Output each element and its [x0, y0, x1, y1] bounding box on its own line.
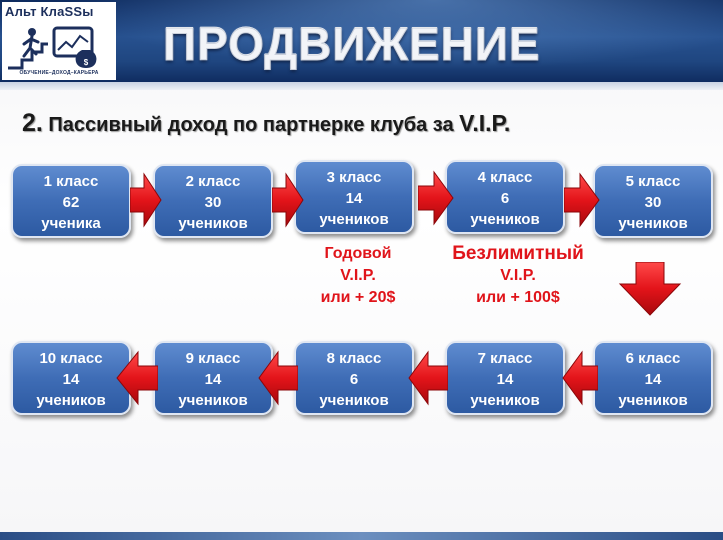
offer-price: или + 100$ [476, 289, 560, 306]
class-unit: учеников [36, 392, 106, 409]
arrow-right-icon [272, 172, 304, 228]
class-count: 14 [644, 371, 662, 388]
class-unit: учеников [470, 211, 540, 228]
class-count: 14 [496, 371, 514, 388]
logo-tagline: ОБУЧЕНИЕ–ДОХОД–КАРЬЕРА [19, 70, 99, 76]
class-name: 3 класс [326, 169, 382, 186]
arrow-down-icon [618, 262, 682, 316]
slide-subtitle: 2. Пассивный доход по партнерке клуба за… [22, 106, 510, 140]
class-name: 6 класс [625, 350, 681, 367]
class-box-9: 9 класс 14 учеников [153, 341, 273, 415]
logo-stairs-icon: $ [8, 26, 97, 70]
arrow-right-icon [564, 172, 600, 228]
class-unit: учеников [178, 215, 248, 232]
offer-annual-vip: Годовой V.I.P. или + 20$ [296, 243, 420, 309]
class-unit: учеников [470, 392, 540, 409]
subtitle-vip: V.I.P. [459, 110, 511, 136]
class-box-6: 6 класс 14 учеников [593, 341, 713, 415]
class-count: 14 [204, 371, 222, 388]
arrow-left-icon [562, 350, 598, 406]
arrow-left-icon [408, 350, 448, 406]
header-bottom-strip [0, 82, 723, 90]
offer-title: Годовой [324, 245, 392, 262]
offer-vip: V.I.P. [500, 267, 536, 284]
offer-unlimited-vip: Безлимитный V.I.P. или + 100$ [438, 243, 598, 309]
arrow-left-icon [258, 350, 298, 406]
class-unit: учеников [319, 211, 389, 228]
class-count: 6 [500, 190, 510, 207]
arrow-left-icon [116, 350, 158, 406]
class-name: 9 класс [185, 350, 241, 367]
class-count: 62 [62, 194, 80, 211]
arrow-right-icon [130, 172, 162, 228]
class-box-2: 2 класс 30 учеников [153, 164, 273, 238]
offer-vip: V.I.P. [340, 267, 376, 284]
class-unit: учеников [178, 392, 248, 409]
svg-text:$: $ [84, 58, 89, 67]
class-count: 30 [204, 194, 222, 211]
class-name: 1 класс [43, 173, 99, 190]
logo: Альт КлаSSы $ ОБУЧЕНИЕ–ДОХОД–КАРЬЕРА [2, 2, 116, 80]
class-unit: учеников [618, 215, 688, 232]
arrow-right-icon [418, 170, 454, 226]
header-shine [0, 0, 723, 82]
class-box-7: 7 класс 14 учеников [445, 341, 565, 415]
class-name: 7 класс [477, 350, 533, 367]
class-box-4: 4 класс 6 учеников [445, 160, 565, 234]
page-title: ПРОДВИЖЕНИЕ [163, 18, 541, 71]
offer-title: Безлимитный [452, 243, 584, 264]
class-box-8: 8 класс 6 учеников [294, 341, 414, 415]
footer-bar [0, 532, 723, 540]
class-count: 14 [62, 371, 80, 388]
class-name: 8 класс [326, 350, 382, 367]
class-box-10: 10 класс 14 учеников [11, 341, 131, 415]
class-unit: учеников [319, 392, 389, 409]
class-name: 2 класс [185, 173, 241, 190]
class-count: 6 [349, 371, 359, 388]
class-box-1: 1 класс 62 ученика [11, 164, 131, 238]
class-box-5: 5 класс 30 учеников [593, 164, 713, 238]
subtitle-text: Пассивный доход по партнерке клуба за [48, 114, 454, 136]
class-unit: учеников [618, 392, 688, 409]
logo-name: Альт КлаSSы [5, 4, 94, 19]
subtitle-number: 2. [22, 109, 43, 137]
class-unit: ученика [41, 215, 101, 232]
class-count: 14 [345, 190, 363, 207]
class-name: 4 класс [477, 169, 533, 186]
class-box-3: 3 класс 14 учеников [294, 160, 414, 234]
offer-price: или + 20$ [320, 289, 396, 306]
class-name: 5 класс [625, 173, 681, 190]
class-count: 30 [644, 194, 662, 211]
class-name: 10 класс [39, 350, 103, 367]
